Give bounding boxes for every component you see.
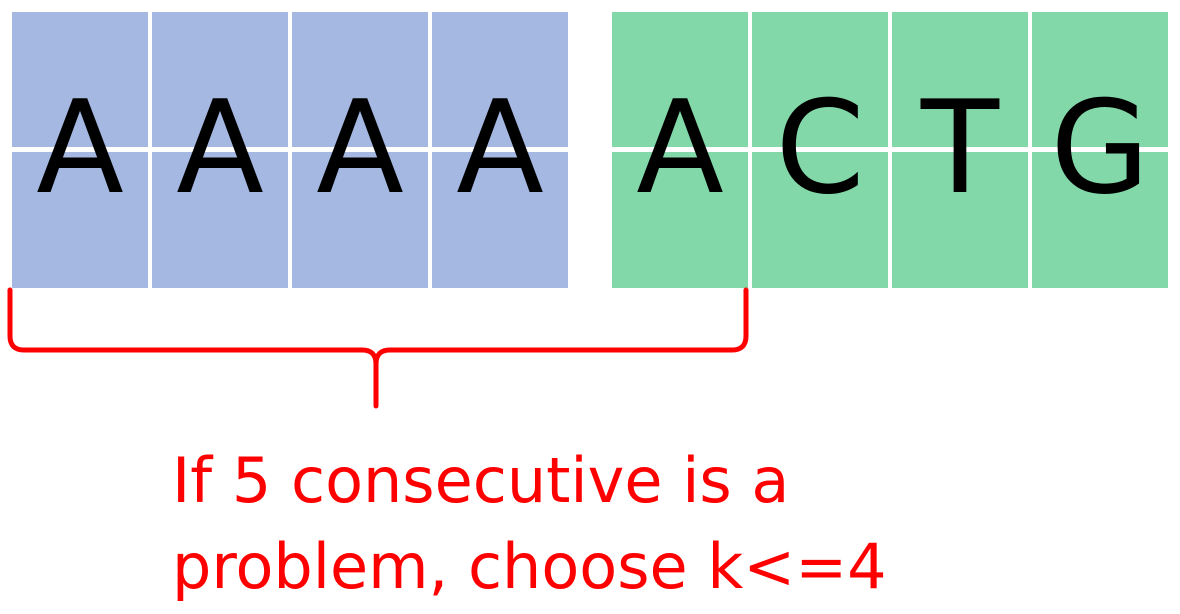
caption-line-2: problem, choose k<=4	[172, 530, 887, 603]
sequence-cell: A	[12, 12, 148, 288]
cell-divider	[612, 147, 748, 152]
brace-path	[7, 287, 749, 409]
sequence-cell: A	[432, 12, 568, 288]
blue-cell-group: A A A A	[12, 12, 568, 288]
cell-divider	[292, 147, 428, 152]
nucleotide-letter: A	[176, 74, 264, 223]
cell-divider	[752, 147, 888, 152]
cell-divider	[1032, 147, 1168, 152]
cell-divider	[432, 147, 568, 152]
nucleotide-letter: A	[636, 74, 724, 223]
curly-brace-icon	[7, 287, 749, 409]
green-cell-group: A C T G	[612, 12, 1168, 288]
nucleotide-letter: G	[1050, 74, 1150, 223]
cell-divider	[152, 147, 288, 152]
sequence-cell: A	[292, 12, 428, 288]
nucleotide-letter: A	[36, 74, 124, 223]
nucleotide-letter: A	[456, 74, 544, 223]
caption-line-1: If 5 consecutive is a	[172, 444, 790, 517]
sequence-cell: T	[892, 12, 1028, 288]
cell-divider	[12, 147, 148, 152]
caption-text: If 5 consecutive is a problem, choose k<…	[172, 438, 1172, 610]
sequence-cell: C	[752, 12, 888, 288]
sequence-cell: G	[1032, 12, 1168, 288]
nucleotide-letter: T	[920, 74, 1000, 223]
sequence-cell: A	[612, 12, 748, 288]
nucleotide-letter: C	[775, 74, 865, 223]
nucleotide-letter: A	[316, 74, 404, 223]
cell-divider	[892, 147, 1028, 152]
sequence-cell: A	[152, 12, 288, 288]
